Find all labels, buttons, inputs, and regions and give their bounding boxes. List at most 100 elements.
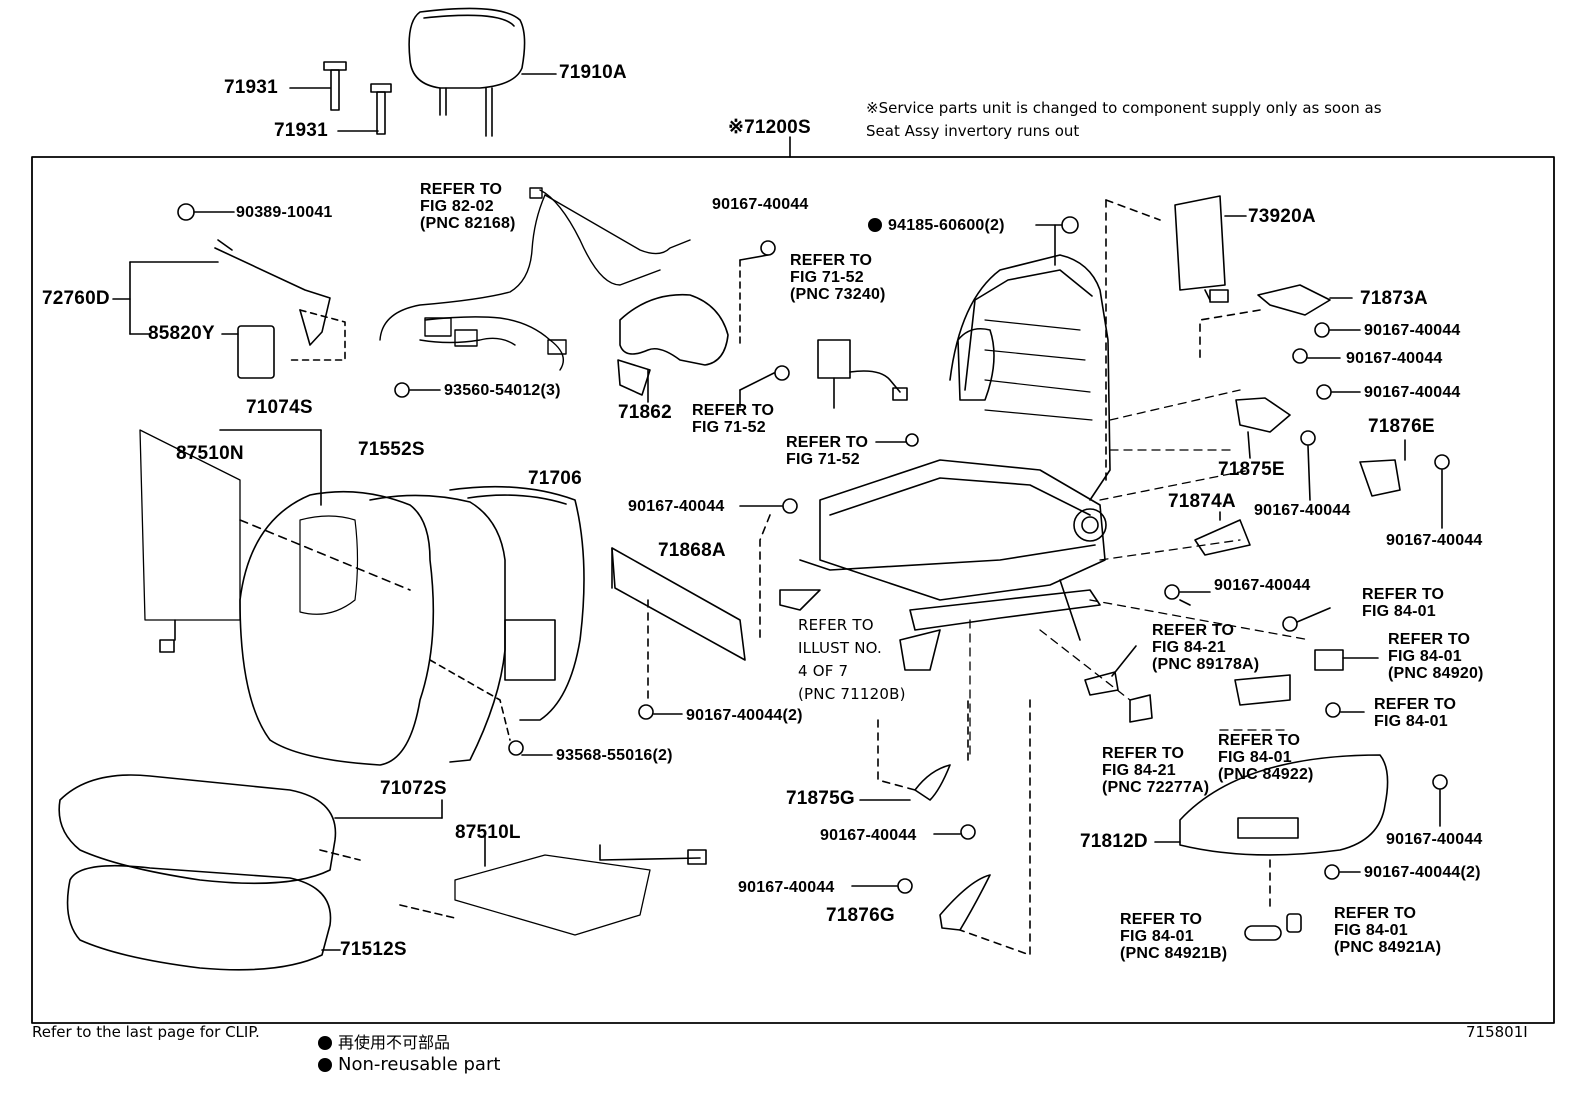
- part-label-nonreusable[interactable]: 94185-60600(2): [868, 217, 1005, 234]
- refer-line: FIG 84-01: [1218, 749, 1292, 766]
- part-label[interactable]: 71862: [618, 402, 672, 423]
- clip-note: Refer to the last page for CLIP.: [32, 1023, 260, 1041]
- refer-line: REFER TO: [692, 402, 775, 419]
- part-label[interactable]: 71868A: [658, 540, 726, 561]
- part-label[interactable]: 90167-40044: [1386, 831, 1483, 848]
- part-label[interactable]: 90167-40044: [1214, 577, 1311, 594]
- refer-line: (PNC 89178A): [1152, 656, 1260, 673]
- legend-en-text: Non-reusable part: [338, 1054, 501, 1075]
- part-label[interactable]: 90167-40044: [738, 879, 835, 896]
- refer-line: FIG 71-52: [786, 451, 860, 468]
- service-note-line1: ※Service parts unit is changed to compon…: [866, 99, 1382, 117]
- cover-and-switch-drawing: [112, 203, 441, 398]
- part-label[interactable]: 71512S: [340, 939, 407, 960]
- refer-note[interactable]: REFER TO FIG 71-52 (PNC 73240): [790, 252, 886, 303]
- refer-line: (PNC 84921A): [1334, 939, 1442, 956]
- refer-line: REFER TO: [786, 434, 869, 451]
- part-label[interactable]: 87510N: [176, 443, 244, 464]
- part-label[interactable]: 71072S: [380, 778, 447, 799]
- refer-line: FIG 84-01: [1374, 713, 1448, 730]
- refer-line: FIG 84-01: [1388, 648, 1462, 665]
- service-note-line2: Seat Assy invertory runs out: [866, 122, 1080, 140]
- part-label[interactable]: 90389-10041: [236, 204, 333, 221]
- seat-cushion-drawing: [58, 774, 707, 971]
- part-label[interactable]: 90167-40044(2): [1364, 864, 1481, 881]
- legend-jp-text: 再使用不可部品: [338, 1033, 451, 1052]
- lever-drawing: [611, 498, 1031, 956]
- refer-line: FIG 84-21: [1152, 639, 1226, 656]
- headrest-guides: [289, 61, 392, 135]
- part-label[interactable]: 72760D: [42, 288, 110, 309]
- part-label[interactable]: 71874A: [1168, 491, 1236, 512]
- power-switch-drawing: [1154, 754, 1448, 941]
- part-label[interactable]: 73920A: [1248, 206, 1316, 227]
- refer-note[interactable]: REFER TO FIG 84-21 (PNC 72277A): [1102, 745, 1209, 796]
- part-label[interactable]: 90167-40044(2): [686, 707, 803, 724]
- part-label[interactable]: 90167-40044: [1364, 322, 1461, 339]
- part-label[interactable]: 90167-40044: [712, 196, 809, 213]
- part-label-text: 94185-60600(2): [888, 217, 1005, 234]
- part-label[interactable]: 71552S: [358, 439, 425, 460]
- nonreusable-dot-icon: [318, 1036, 332, 1050]
- refer-line: 4 OF 7: [798, 662, 849, 680]
- refer-note[interactable]: REFER TO ILLUST NO. 4 OF 7 (PNC 71120B): [798, 614, 906, 706]
- part-label[interactable]: 71875G: [786, 788, 855, 809]
- figure-code: 715801I: [1466, 1023, 1528, 1041]
- part-label[interactable]: 71873A: [1360, 288, 1428, 309]
- refer-line: (PNC 71120B): [798, 685, 906, 703]
- refer-line: FIG 84-01: [1334, 922, 1408, 939]
- refer-line: REFER TO: [1374, 696, 1457, 713]
- part-label[interactable]: 93560-54012(3): [444, 382, 561, 399]
- part-label[interactable]: 90167-40044: [820, 827, 917, 844]
- part-label[interactable]: 71876E: [1368, 416, 1435, 437]
- refer-line: REFER TO: [798, 616, 874, 634]
- part-label[interactable]: 90167-40044: [628, 498, 725, 515]
- refer-line: FIG 71-52: [692, 419, 766, 436]
- part-label[interactable]: 71931: [224, 77, 278, 98]
- refer-note[interactable]: REFER TO FIG 71-52: [692, 402, 774, 436]
- part-label[interactable]: 71074S: [246, 397, 313, 418]
- part-label[interactable]: 90167-40044: [1386, 532, 1483, 549]
- dashed-leaders: [969, 389, 1311, 761]
- refer-note[interactable]: REFER TO FIG 71-52: [786, 434, 868, 468]
- refer-line: REFER TO: [1362, 586, 1445, 603]
- refer-note[interactable]: REFER TO FIG 84-01: [1362, 586, 1444, 620]
- part-label[interactable]: 71875E: [1218, 459, 1285, 480]
- legend-jp: 再使用不可部品: [318, 1029, 450, 1053]
- refer-note[interactable]: REFER TO FIG 84-01 (PNC 84921B): [1120, 911, 1227, 962]
- part-label[interactable]: 93568-55016(2): [556, 747, 673, 764]
- refer-line: REFER TO: [1102, 745, 1185, 762]
- refer-note[interactable]: REFER TO FIG 84-01: [1374, 696, 1456, 730]
- refer-line: REFER TO: [1388, 631, 1471, 648]
- refer-line: FIG 82-02: [420, 198, 494, 215]
- part-label[interactable]: 90167-40044: [1254, 502, 1351, 519]
- part-label[interactable]: 71876G: [826, 905, 895, 926]
- refer-note[interactable]: REFER TO FIG 84-01 (PNC 84921A): [1334, 905, 1441, 956]
- part-label[interactable]: 71706: [528, 468, 582, 489]
- part-label[interactable]: 71931: [274, 120, 328, 141]
- refer-line: ILLUST NO.: [798, 639, 883, 657]
- refer-note[interactable]: REFER TO FIG 82-02 (PNC 82168): [420, 181, 516, 232]
- refer-note[interactable]: REFER TO FIG 84-01 (PNC 84920): [1388, 631, 1484, 682]
- refer-line: (PNC 82168): [420, 215, 516, 232]
- part-label[interactable]: 90167-40044: [1346, 350, 1443, 367]
- part-label[interactable]: 71812D: [1080, 831, 1148, 852]
- refer-line: FIG 71-52: [790, 269, 864, 286]
- refer-line: REFER TO: [1120, 911, 1203, 928]
- refer-line: FIG 84-01: [1120, 928, 1194, 945]
- seat-frame-drawing: [779, 199, 1161, 671]
- seatback-cover-drawing: [139, 429, 585, 766]
- legend-en: Non-reusable part: [318, 1054, 500, 1075]
- part-label[interactable]: 85820Y: [148, 323, 215, 344]
- part-label[interactable]: 90167-40044: [1364, 384, 1461, 401]
- buckle-bracket-drawing: [617, 240, 919, 447]
- refer-line: (PNC 84920): [1388, 665, 1484, 682]
- refer-line: FIG 84-21: [1102, 762, 1176, 779]
- refer-note[interactable]: REFER TO FIG 84-21 (PNC 89178A): [1152, 622, 1259, 673]
- part-label[interactable]: 71910A: [559, 62, 627, 83]
- refer-line: FIG 84-01: [1362, 603, 1436, 620]
- part-label[interactable]: 87510L: [455, 822, 521, 843]
- refer-note[interactable]: REFER TO FIG 84-01 (PNC 84922): [1218, 732, 1314, 783]
